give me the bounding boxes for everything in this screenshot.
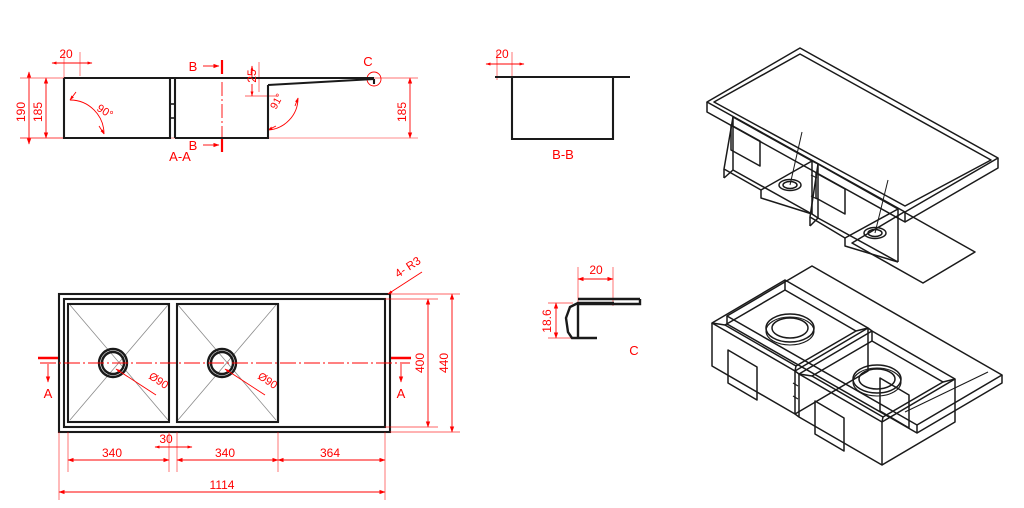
dim-label-190: 190 <box>14 102 28 122</box>
drainer-slope <box>267 77 375 87</box>
detail-label-c-aa: C <box>363 54 372 69</box>
iso-bottom-divider-ticks <box>792 382 799 400</box>
leader-drain2 <box>224 368 266 396</box>
iso-bottom-drain2-rimshadow <box>852 367 902 397</box>
iso-top-divider-ticks <box>810 174 818 200</box>
iso-bottom-flange-inner <box>904 371 989 413</box>
angle-arrow-90-b <box>98 125 105 135</box>
dim-label-18-6: 18.6 <box>540 309 554 333</box>
dim-label-30: 30 <box>159 432 173 446</box>
bb-bowl-profile <box>510 77 615 141</box>
iso-top-drain1-outer <box>778 178 802 192</box>
iso-top-skirt-right <box>904 158 999 223</box>
iso-bottom-bowl2-bevel-edges <box>798 331 956 423</box>
section-bb-geometry <box>495 75 630 141</box>
dim-label-340-b: 340 <box>215 446 235 460</box>
iso-bottom-flange-edge-front <box>726 316 918 434</box>
bowl1-section <box>62 78 172 140</box>
angle-arc-91 <box>267 97 299 131</box>
iso-top-drain2-outer <box>863 226 887 240</box>
section-label-b-top: B <box>189 59 198 74</box>
view-section-bb: B-B 20 <box>485 47 630 162</box>
iso-top-bowl1-floorline <box>732 169 813 215</box>
detail-c-labels: 20 18.6 C <box>540 263 639 358</box>
dim-label-364: 364 <box>320 446 340 460</box>
view-label-bb: B-B <box>552 147 574 162</box>
iso-top-drain1-leader <box>789 131 803 186</box>
dim-label-340-a: 340 <box>102 446 122 460</box>
angle-arrow-90-a <box>69 91 77 101</box>
section-bb-dimensions <box>485 52 525 80</box>
dim-label-20-c: 20 <box>589 263 603 277</box>
view-iso-bottom <box>711 265 1003 466</box>
dim-label-20-aa: 20 <box>59 47 73 61</box>
iso-top-overflow1 <box>730 124 761 167</box>
leader-corner-radius <box>387 271 423 295</box>
angle-arc-90 <box>69 99 105 135</box>
iso-top-divider <box>811 160 819 219</box>
section-aa-geometry <box>62 76 376 140</box>
iso-bottom-drain1-inner <box>771 317 809 339</box>
plan-bowl-hatching <box>69 304 277 421</box>
iso-bottom-drain1-rimshadow <box>765 316 815 346</box>
iso-top-bowl1-frontwall <box>760 190 813 215</box>
iso-bottom-bowl2-frontright <box>881 379 956 466</box>
iso-top-drain2-leader <box>874 179 889 234</box>
section-label-b-bottom: B <box>189 138 198 153</box>
iso-top-bowl2-walls <box>809 164 899 262</box>
leader-drain1 <box>115 368 157 396</box>
view-label-detail-c: C <box>629 343 638 358</box>
bowl2-section <box>175 85 270 140</box>
hatch-2 <box>69 304 169 421</box>
iso-bottom-bowl1-bevel-edges <box>711 280 869 372</box>
iso-bottom-cutout1 <box>727 349 758 401</box>
dim-label-20-bb: 20 <box>495 47 509 61</box>
dim-label-440: 440 <box>437 353 451 373</box>
iso-top-bowl2-frontwall <box>844 238 899 263</box>
section-label-a-left: A <box>44 386 53 401</box>
iso-bottom-flange-edge-right <box>916 375 1003 434</box>
dim-label-1114: 1114 <box>210 478 235 492</box>
dim-label-25: 25 <box>245 69 259 83</box>
detail-c-geometry <box>564 297 642 340</box>
iso-bottom-divider <box>794 327 873 418</box>
angle-arrow-91-a <box>267 125 277 131</box>
detail-c-flange-under <box>578 299 642 306</box>
iso-top-overflow2 <box>815 172 846 215</box>
hatch-4 <box>177 304 277 421</box>
iso-bottom-cutout3 <box>879 377 910 429</box>
iso-top-drainer-panel <box>851 211 976 284</box>
plan-dimensions <box>38 271 460 500</box>
view-iso-top <box>706 47 999 284</box>
iso-top-bowl1-corner <box>723 169 734 179</box>
iso-top-bowl2-corner <box>809 217 819 227</box>
angle-arrow-91-b <box>294 97 299 107</box>
view-label-aa: A-A <box>169 149 191 164</box>
dim-label-400: 400 <box>413 353 427 373</box>
iso-bottom-bowl2-frontleft <box>798 374 883 466</box>
iso-top-rim-inner <box>713 53 992 207</box>
view-detail-c: 20 18.6 C <box>540 263 642 358</box>
iso-top-skirt-front <box>706 102 906 223</box>
iso-bottom-drain2-inner <box>858 368 896 390</box>
iso-bottom-bowl1-frontleft <box>711 323 796 415</box>
iso-top-drain1-inner <box>782 180 798 190</box>
dim-label-185-right: 185 <box>395 102 409 122</box>
section-label-a-right: A <box>397 386 406 401</box>
iso-bottom-cutout2 <box>814 400 845 452</box>
dim-label-185-left: 185 <box>31 102 45 122</box>
